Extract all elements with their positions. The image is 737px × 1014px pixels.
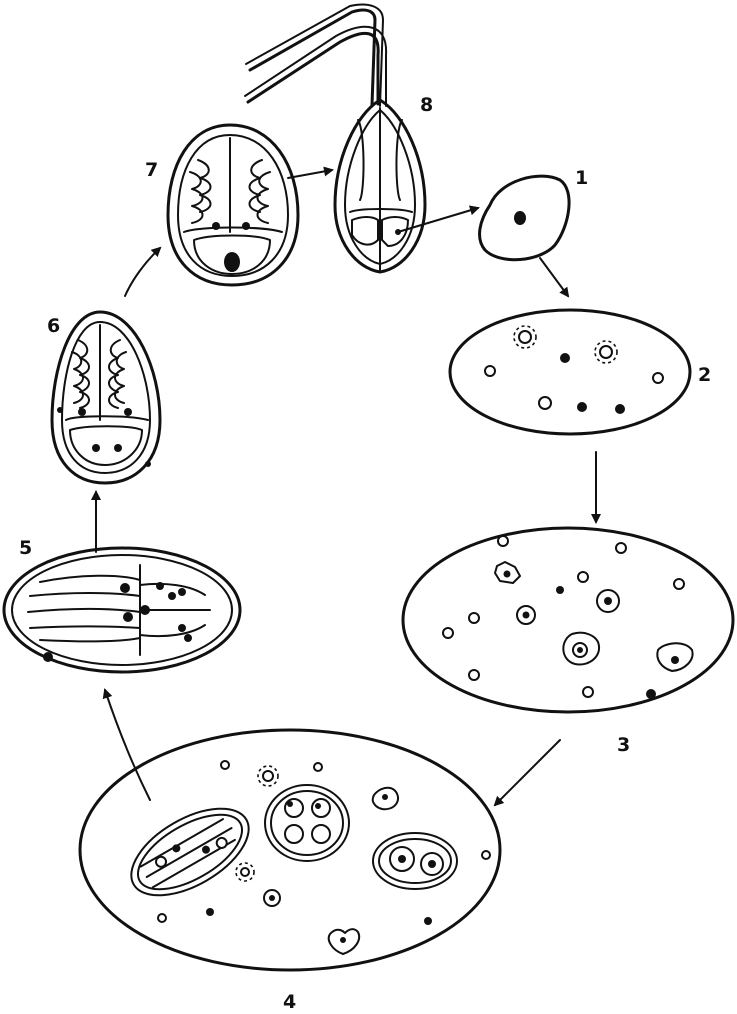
- stage-1-label: 1: [575, 167, 588, 189]
- arrow-3-to-4: [495, 740, 560, 805]
- arrow-4-to-5: [105, 690, 150, 800]
- stage-2-label: 2: [698, 364, 711, 386]
- stage-6-spiral-left: [72, 340, 89, 408]
- cycle-arrows: [96, 170, 596, 805]
- stage-7-spiral-right: [250, 160, 271, 223]
- stage-4-cell: [80, 730, 500, 970]
- stage-3-label: 3: [617, 734, 630, 756]
- arrow-6-to-7: [125, 248, 160, 296]
- arrow-7-to-8: [288, 170, 332, 178]
- stage-5-cell: [4, 548, 240, 672]
- stage-3-cell: [403, 528, 733, 712]
- stage-5-label: 5: [19, 537, 32, 559]
- stage-7-cell: [168, 125, 298, 285]
- stage-7-spiral-left: [190, 160, 211, 223]
- stage-4-label: 4: [283, 991, 296, 1013]
- stage-2-cell: [450, 310, 690, 434]
- stage-8-filaments: [245, 5, 386, 106]
- stage-6-label: 6: [47, 315, 60, 337]
- arrow-1-to-2: [540, 258, 568, 296]
- stage-7-label: 7: [145, 159, 158, 181]
- stage-1-cell: [480, 176, 570, 260]
- stage-6-cell: [52, 312, 160, 483]
- stage-1-nucleus: [514, 211, 526, 225]
- stage-6-spiral-right: [109, 340, 126, 408]
- stage-8-label: 8: [420, 94, 433, 116]
